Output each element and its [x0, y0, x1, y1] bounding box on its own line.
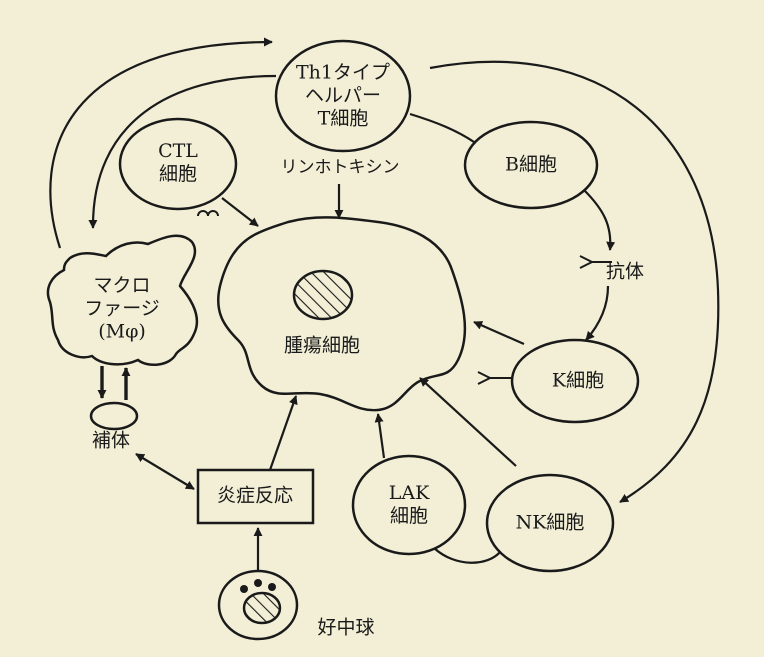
macrophage-label: マクロ ファージ (Mφ)	[84, 274, 160, 343]
arrow-ctl-to-tumor	[221, 197, 259, 227]
ctl-cell-label: CTL 細胞	[158, 140, 198, 185]
k-cell-label: K細胞	[551, 369, 605, 392]
tumor-cell-shape	[217, 216, 467, 412]
lymphotoxin-label: リンホトキシン	[280, 157, 400, 178]
nk-cell-label: NK細胞	[515, 511, 585, 534]
macrophage-shape	[46, 234, 199, 367]
link-lak-nk	[433, 547, 501, 564]
arrow-th1-to-nk	[429, 60, 720, 503]
arrow-k-cell-to-tumor	[473, 320, 525, 346]
ctl-cell-shape	[118, 117, 238, 211]
arrow-macrophage-to-th1	[49, 37, 273, 249]
antibody-label: 抗体	[605, 260, 645, 283]
neutrophil-granule	[254, 579, 262, 587]
th1-helper-t-cell-shape	[274, 39, 412, 153]
ctl-receptor	[197, 210, 209, 217]
link-th1-b-cell	[409, 112, 475, 143]
neutrophil-nucleus	[242, 591, 282, 625]
arrow-th1-to-macrophage	[88, 74, 277, 229]
b-cell-label: B細胞	[505, 153, 557, 176]
inflammation-label: 炎症反応	[216, 484, 294, 507]
k-cell-shape	[510, 338, 640, 424]
complement-shape	[89, 401, 139, 431]
neutrophil-label: 好中球	[317, 616, 375, 639]
antibody-glyph	[477, 371, 512, 385]
arrow-b-cell-to-antibody	[583, 189, 616, 251]
neutrophil-granule	[268, 583, 276, 591]
b-cell-shape	[463, 120, 599, 210]
arrow-inflammation-to-tumor	[268, 395, 298, 471]
inflammation-box	[196, 468, 315, 525]
arrow-antibody-to-k-cell	[585, 285, 610, 341]
arrow-lak-to-tumor	[374, 413, 386, 459]
arrow-nk-to-tumor	[419, 377, 517, 467]
tumor-nucleus	[292, 269, 354, 321]
tumor-cell-label: 腫瘍細胞	[283, 334, 361, 357]
arrow-complement-inflammation	[135, 453, 195, 490]
neutrophil-granule	[240, 585, 248, 593]
ctl-receptor	[207, 210, 219, 217]
antibody-glyph	[579, 255, 612, 269]
nk-cell-shape	[485, 473, 615, 573]
complement-label: 補体	[91, 429, 131, 452]
lak-cell-shape	[351, 454, 467, 556]
lak-cell-label: LAK 細胞	[388, 482, 430, 527]
th1-helper-t-cell-label: Th1タイプ ヘルパー T細胞	[296, 61, 390, 130]
